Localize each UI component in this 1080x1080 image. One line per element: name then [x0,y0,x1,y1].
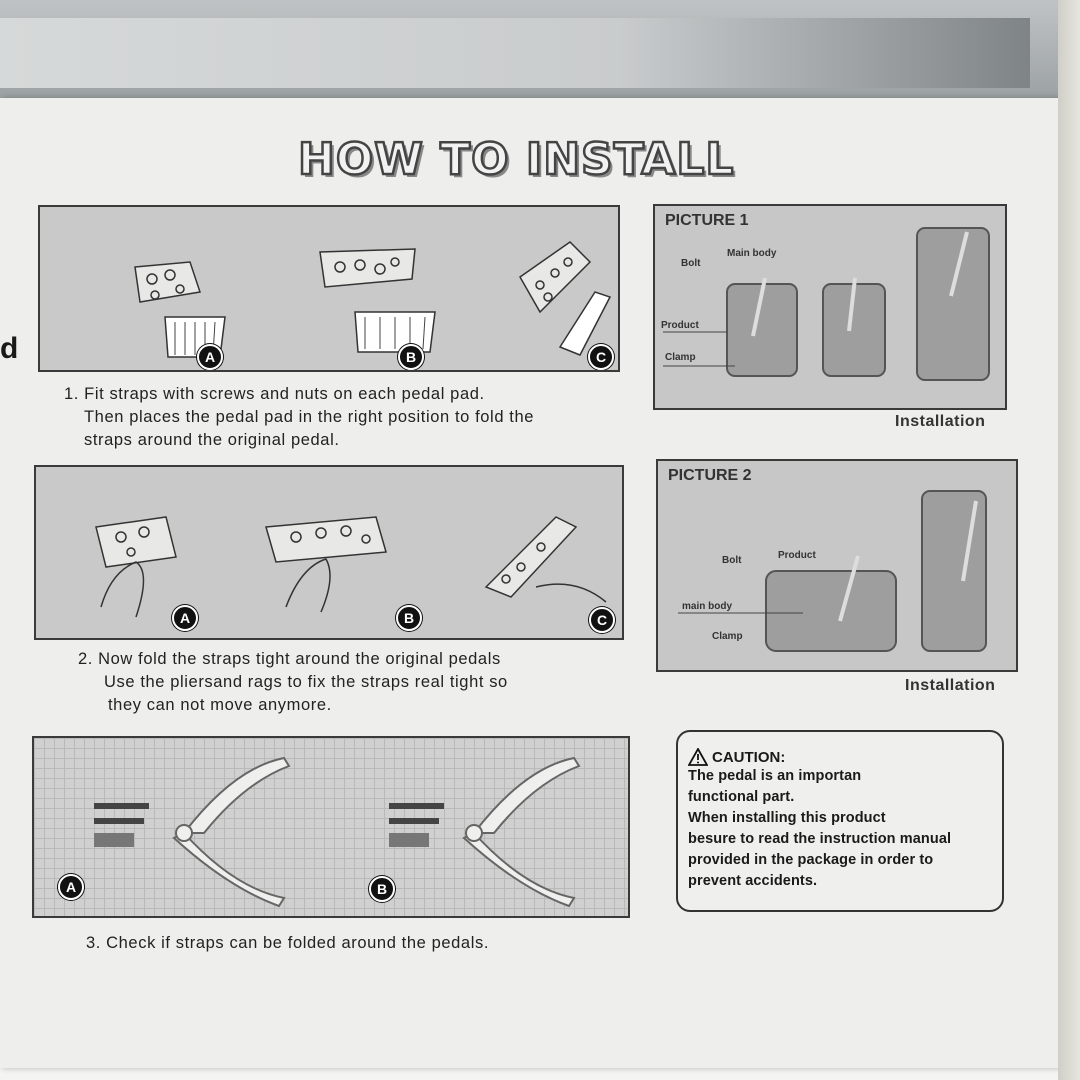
caution-heading: CAUTION: [712,748,786,766]
step2-badge-c: C [589,607,615,633]
caution-line3: When installing this product [688,810,886,826]
picture1-label-product: Product [661,320,699,331]
picture2-title: PICTURE 2 [668,467,752,484]
caution-heading-row: CAUTION: [688,748,1002,766]
step2-line2: Use the pliersand rags to fix the straps… [104,673,508,691]
margin-letter: d [0,332,19,365]
step1-pedal-illustrations [134,241,612,358]
step3-plier-illustrations [94,756,581,908]
caution-line5: provided in the package in order to [688,852,934,868]
step1-line1: 1. Fit straps with screws and nuts on ea… [64,385,485,403]
picture2-label-main-body: main body [682,601,733,612]
step2-line3: they can not move anymore. [108,696,332,714]
step1-line3: straps around the original pedal. [84,431,340,449]
caution-line4: besure to read the instruction manual [688,831,952,847]
picture2-pedal-diagram [678,490,987,652]
warning-icon [688,748,708,766]
caution-line2: functional part. [688,789,795,805]
sheet-edge [1058,0,1080,1080]
step2-badge-a: A [172,605,198,631]
step1-text: 1. Fit straps with screws and nuts on ea… [64,383,534,452]
picture2-label-clamp: Clamp [712,631,743,642]
step1-badge-a: A [197,344,223,370]
top-background-band [0,0,1080,105]
caution-box: CAUTION: The pedal is an importan functi… [676,730,1004,912]
picture1-pedal-diagram [663,227,990,381]
page-title: HOW TO INSTALL [297,133,735,187]
step3-text: 3. Check if straps can be folded around … [86,932,489,955]
picture1-panel: PICTURE 1 Main body Bolt Product Clamp [653,204,1007,410]
picture2-label-bolt: Bolt [722,555,742,566]
step3-badge-a: A [58,874,84,900]
step1-illustration-panel: A B C [38,205,620,372]
step3-line1: 3. Check if straps can be folded around … [86,934,490,952]
step1-badge-c: C [588,344,614,370]
top-highlight [0,18,1030,88]
picture1-label-clamp: Clamp [665,352,696,363]
step1-badge-b: B [398,344,424,370]
step2-line1: 2. Now fold the straps tight around the … [78,650,501,668]
step2-plier-illustrations [95,516,607,618]
picture1-caption: Installation [895,413,986,430]
step2-text: 2. Now fold the straps tight around the … [78,648,508,717]
picture1-title: PICTURE 1 [665,212,749,229]
picture2-label-product: Product [778,550,816,561]
picture1-label-bolt: Bolt [681,258,701,269]
step2-badge-b: B [396,605,422,631]
step1-line2: Then places the pedal pad in the right p… [84,408,535,426]
picture2-caption: Installation [905,677,996,694]
caution-line1: The pedal is an importan [688,768,862,784]
picture2-panel: PICTURE 2 Bolt Product main body Clamp [656,459,1018,672]
step2-illustration-panel: A B C [34,465,624,640]
step3-illustration-panel: A B [32,736,630,918]
picture1-label-main-body: Main body [727,248,777,259]
step3-badge-b: B [369,876,395,902]
caution-line6: prevent accidents. [688,873,818,889]
